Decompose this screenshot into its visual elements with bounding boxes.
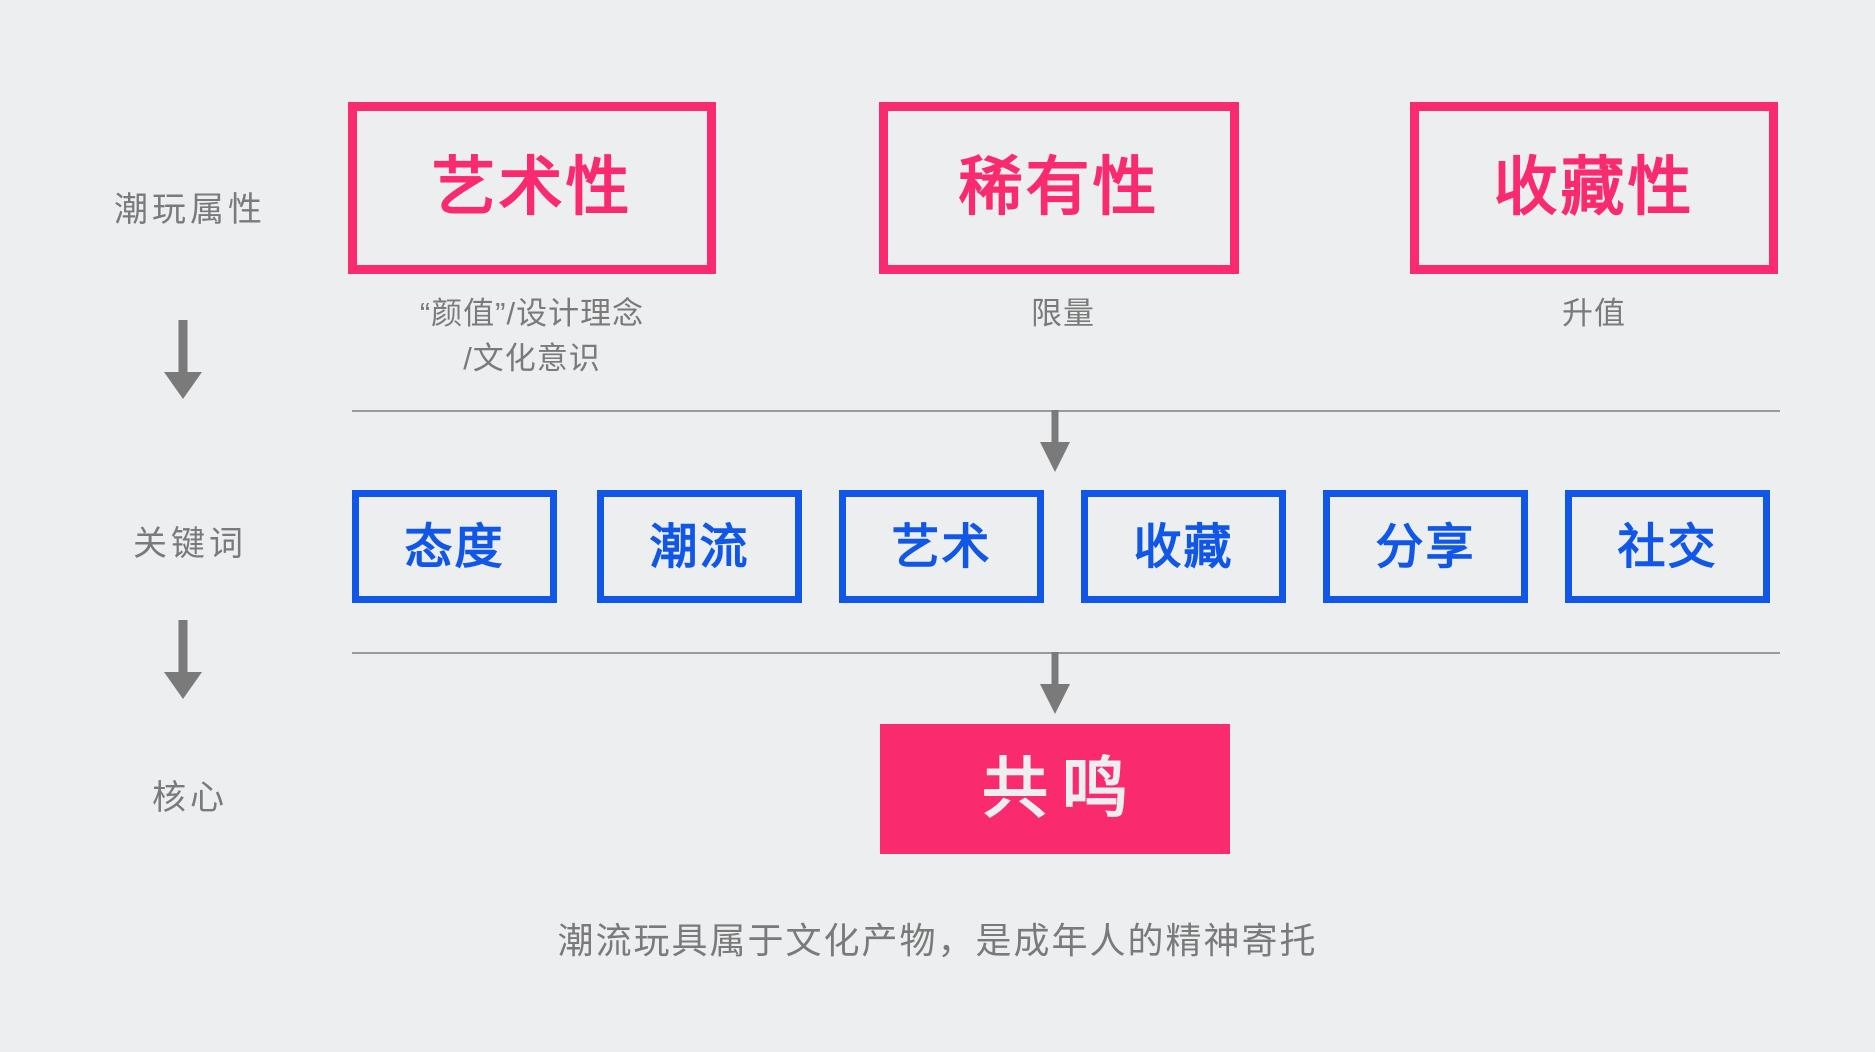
- flow-arrow-down-2: [1025, 652, 1085, 714]
- keyword-box-attitude[interactable]: 态度: [352, 490, 557, 603]
- attribute-cell-collectible: 收藏性 升值: [1410, 102, 1778, 331]
- rail-label-keywords: 关键词: [133, 525, 247, 563]
- arrow-head: [164, 672, 202, 699]
- attribute-box-collectible[interactable]: 收藏性: [1410, 102, 1778, 274]
- separator-line-2: [352, 652, 1780, 654]
- rail-label-core: 核心: [152, 779, 228, 817]
- arrow-shaft: [178, 320, 188, 376]
- arrow-head: [164, 372, 202, 399]
- keyword-box-trend[interactable]: 潮流: [597, 490, 802, 603]
- keyword-box-share[interactable]: 分享: [1323, 490, 1528, 603]
- attribute-box-rarity[interactable]: 稀有性: [879, 102, 1239, 274]
- arrow-head: [1040, 684, 1070, 714]
- core-box-resonance[interactable]: 共鸣: [880, 724, 1230, 854]
- footer-caption: 潮流玩具属于文化产物，是成年人的精神寄托: [557, 920, 1318, 961]
- attribute-row: 艺术性 “颜值”/设计理念 /文化意识 稀有性 限量 收藏性 升值: [348, 102, 1778, 376]
- attribute-label-rarity: 稀有性: [958, 151, 1160, 225]
- rail-label-attributes: 潮玩属性: [114, 191, 266, 229]
- attribute-cell-rarity: 稀有性 限量: [879, 102, 1247, 331]
- keyword-label: 潮流: [649, 518, 750, 575]
- arrow-shaft: [178, 620, 188, 676]
- attribute-caption-art: “颜值”/设计理念 /文化意识: [419, 296, 645, 376]
- keyword-label: 艺术: [891, 518, 992, 575]
- arrow-head: [1040, 442, 1070, 472]
- keyword-box-social[interactable]: 社交: [1565, 490, 1770, 603]
- attribute-caption-collectible: 升值: [1562, 296, 1626, 331]
- rail-arrow-down-1: [153, 320, 213, 406]
- attribute-caption-rarity: 限量: [1031, 296, 1095, 331]
- arrow-shaft: [1051, 410, 1059, 450]
- keyword-label: 社交: [1617, 518, 1718, 575]
- attribute-label-art: 艺术性: [431, 151, 633, 225]
- separator-line-1: [352, 410, 1780, 412]
- core-label: 共鸣: [982, 750, 1142, 827]
- rail-arrow-down-2: [153, 620, 213, 706]
- keyword-label: 态度: [404, 518, 505, 575]
- keyword-box-collection[interactable]: 收藏: [1081, 490, 1286, 603]
- keyword-box-art[interactable]: 艺术: [839, 490, 1044, 603]
- keyword-label: 收藏: [1133, 518, 1234, 575]
- attribute-cell-art: 艺术性 “颜值”/设计理念 /文化意识: [348, 102, 716, 376]
- keyword-label: 分享: [1375, 518, 1476, 575]
- keyword-row: 态度 潮流 艺术 收藏 分享 社交: [352, 490, 1780, 603]
- flow-arrow-down-1: [1025, 410, 1085, 472]
- arrow-shaft: [1051, 652, 1059, 692]
- attribute-label-collectible: 收藏性: [1493, 151, 1695, 225]
- attribute-box-art[interactable]: 艺术性: [348, 102, 716, 274]
